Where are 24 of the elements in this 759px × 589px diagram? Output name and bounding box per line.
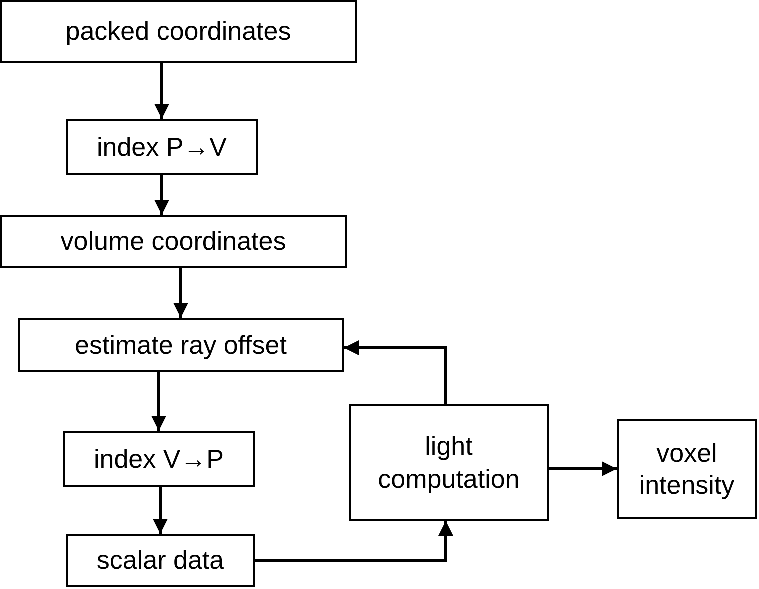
arrow [154, 63, 170, 119]
arrow [153, 487, 168, 534]
process-box [0, 0, 357, 63]
arrow [255, 521, 454, 562]
box-label: index P→V [96, 130, 228, 164]
arrow [152, 372, 166, 431]
process-box [18, 318, 344, 372]
box-label: volume coordinates [60, 225, 286, 258]
process-box [63, 431, 255, 487]
process-box [66, 119, 258, 175]
box-label: light computation [377, 430, 521, 495]
process-box [349, 404, 549, 521]
box-label: estimate ray offset [75, 328, 287, 362]
arrow [549, 462, 617, 476]
arrow [174, 268, 188, 318]
box-label: packed coordinates [66, 15, 292, 48]
box-label: index V→P [94, 442, 224, 476]
process-box [0, 215, 347, 268]
process-box [66, 534, 255, 587]
box-label: scalar data [96, 544, 224, 577]
box-label: voxel intensity [638, 436, 736, 502]
arrow [344, 340, 448, 404]
process-box [617, 419, 757, 519]
arrow [154, 175, 170, 215]
